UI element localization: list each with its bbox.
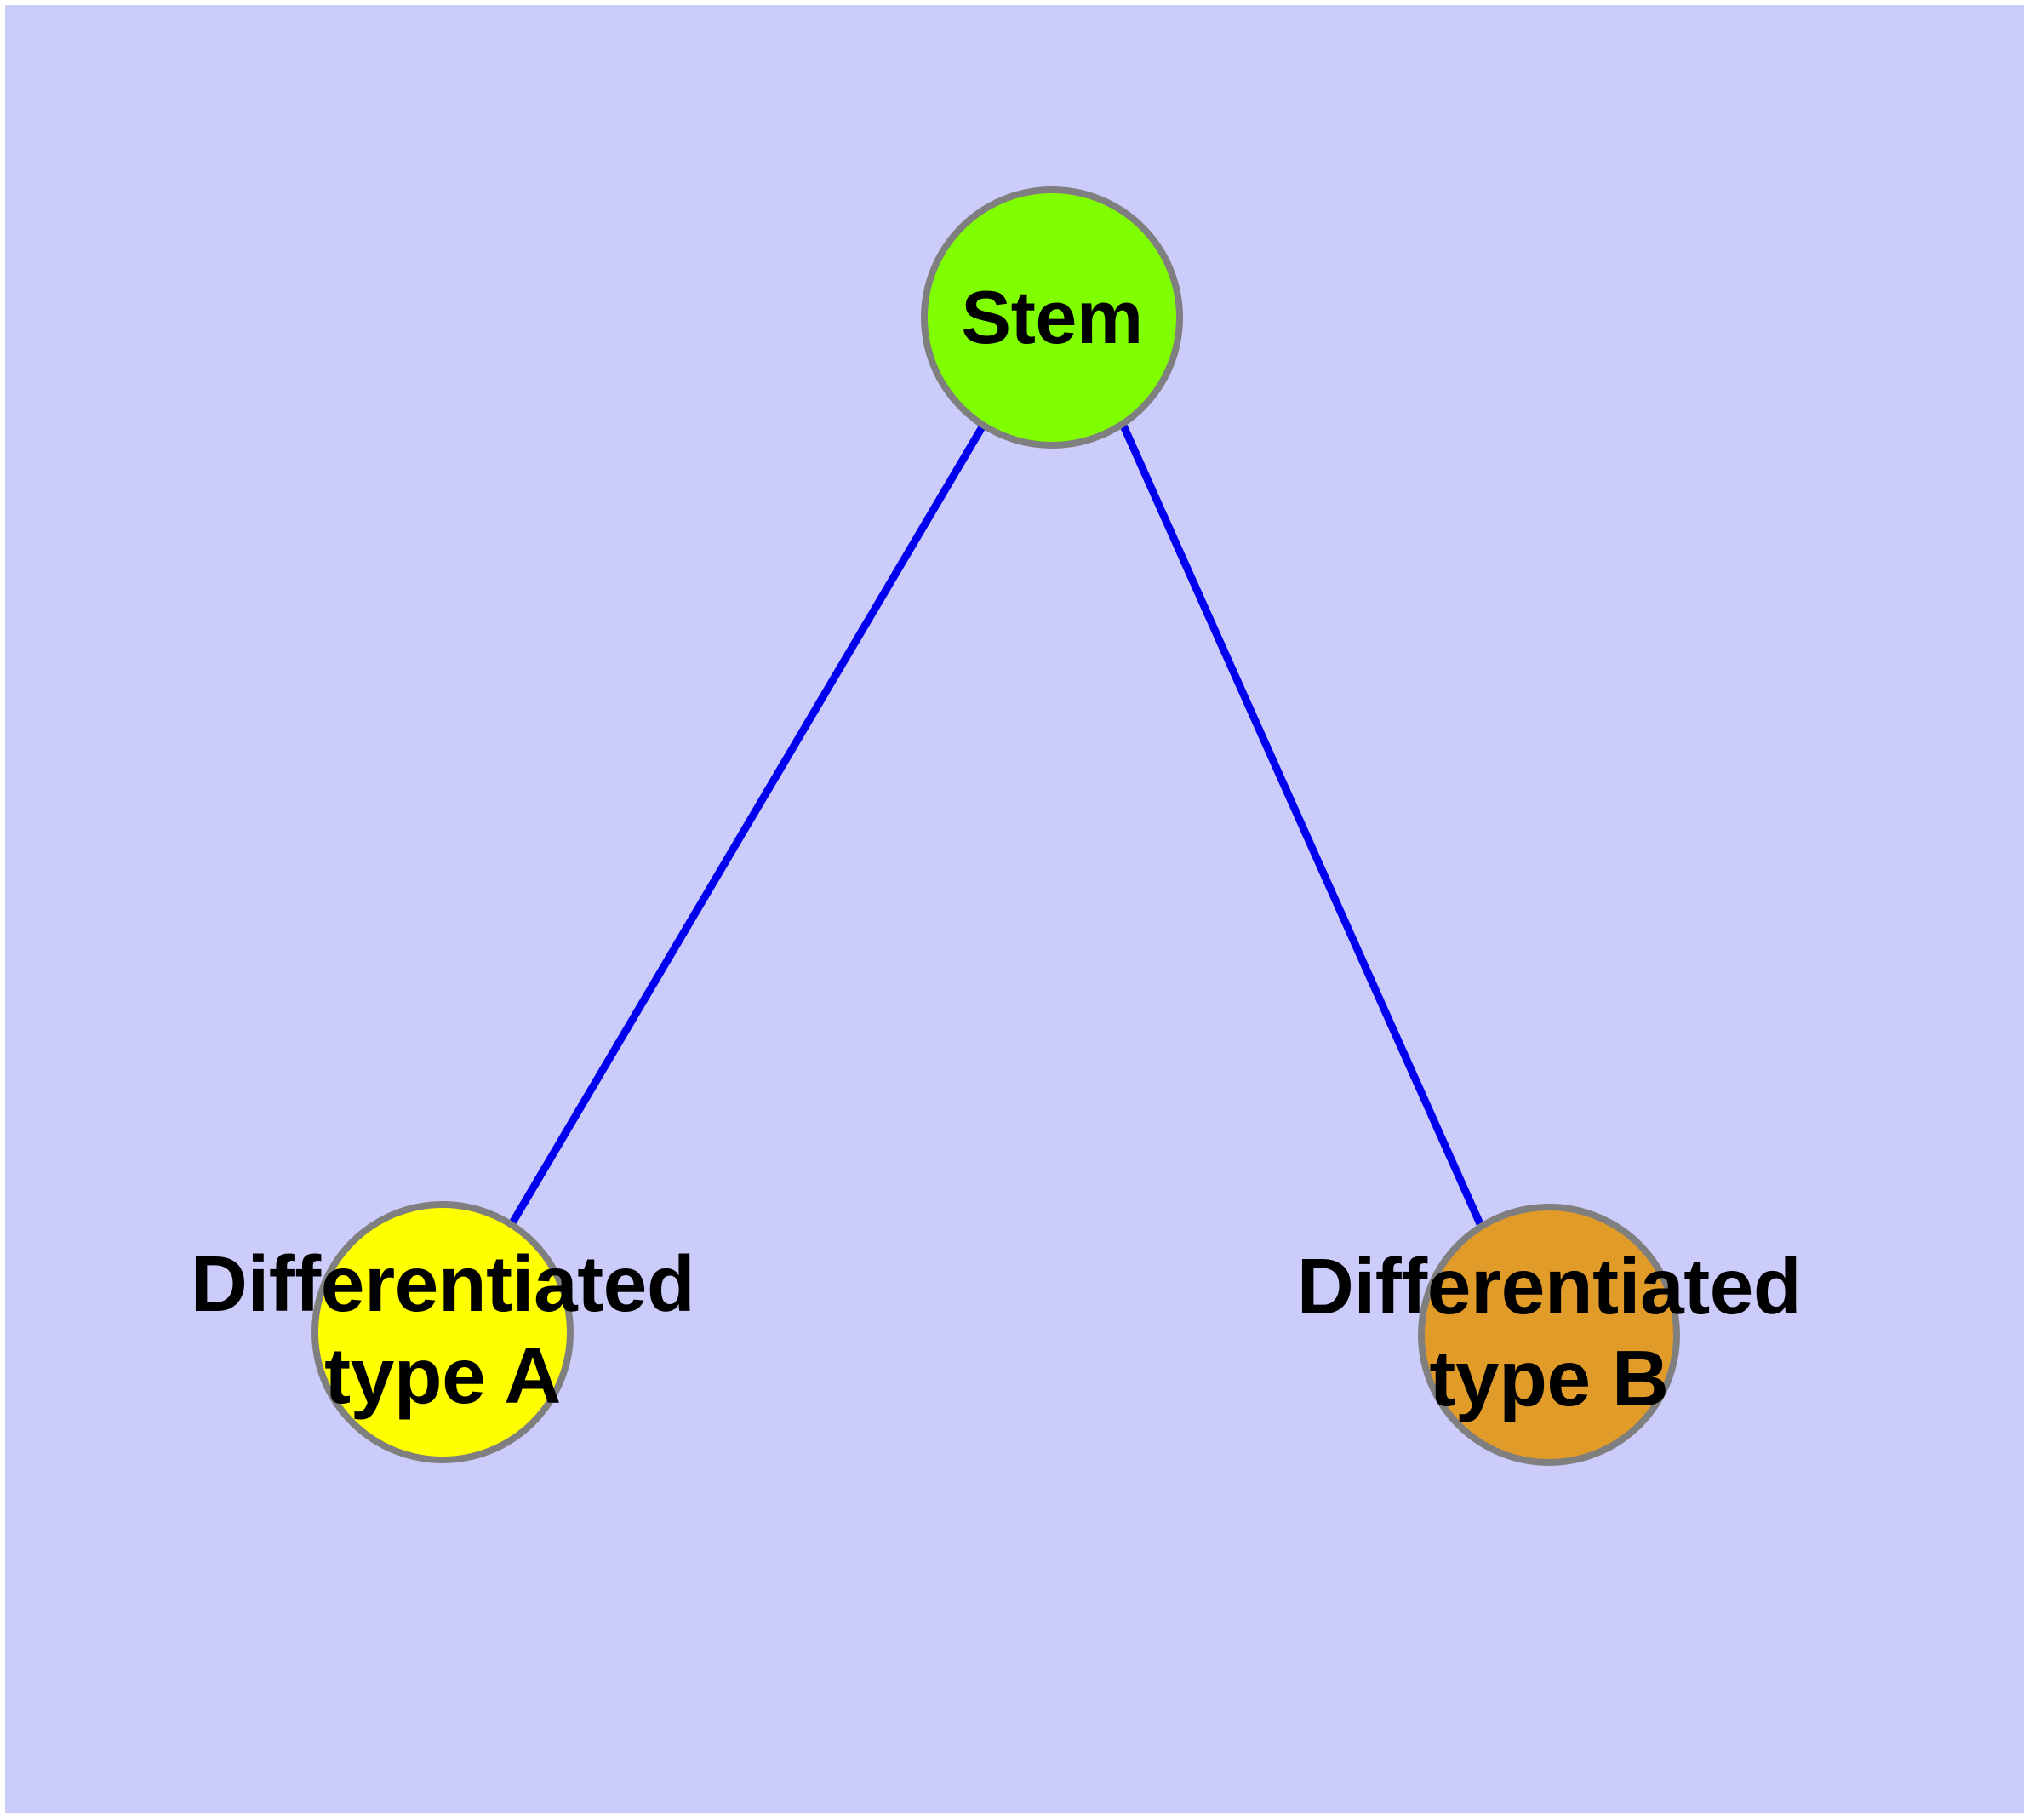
edge-layer [507, 423, 1485, 1228]
node-layer [311, 186, 1680, 1466]
node-differentiated-type-a-circle[interactable] [311, 1201, 574, 1463]
node-differentiated-type-b-circle[interactable] [1418, 1204, 1680, 1466]
node-stem-circle[interactable] [921, 186, 1183, 449]
edge-stem-to-diff-b[interactable] [1119, 424, 1485, 1228]
edge-stem-to-diff-a[interactable] [507, 423, 986, 1228]
